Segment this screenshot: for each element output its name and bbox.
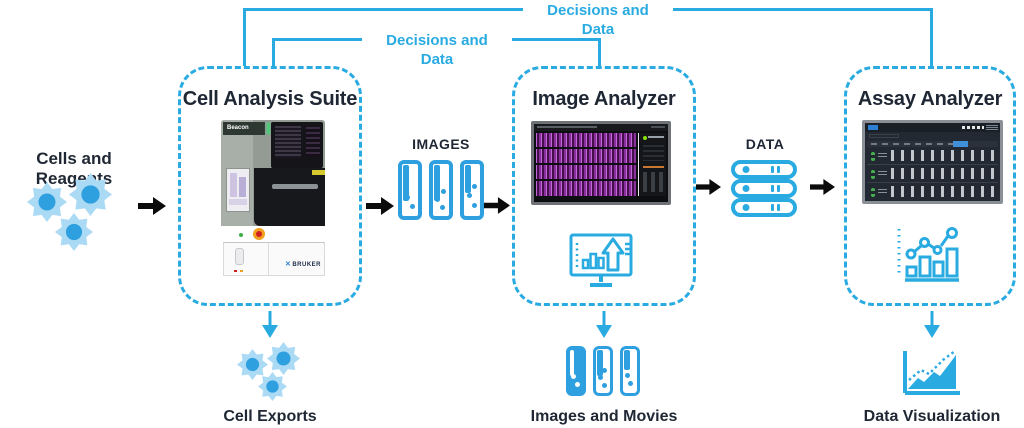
image-analyzer-screenshot bbox=[531, 121, 671, 205]
app-logo-chip bbox=[868, 125, 878, 130]
assay-row-group bbox=[867, 184, 998, 201]
stage-title: Cell Analysis Suite bbox=[182, 88, 358, 110]
instrument-window bbox=[226, 168, 250, 212]
flow-arrow-icon bbox=[696, 178, 721, 196]
feedback-inner-label: Decisions and Data bbox=[362, 31, 512, 69]
flow-arrow-icon bbox=[366, 197, 394, 215]
stage-title: Image Analyzer bbox=[532, 88, 676, 110]
status-led bbox=[267, 123, 270, 134]
stage-box-image-analyzer: Image Analyzer bbox=[512, 66, 696, 306]
cell-icon bbox=[55, 213, 93, 251]
screen-grid bbox=[275, 126, 301, 158]
status-dot bbox=[643, 136, 647, 140]
cell-icon bbox=[267, 342, 300, 375]
feedback-outer-line-left bbox=[243, 8, 246, 66]
down-arrow-icon bbox=[596, 311, 612, 338]
flow-arrow-icon bbox=[484, 197, 510, 214]
instrument-cabinet: BRUKER bbox=[223, 242, 325, 276]
feedback-inner-line-right bbox=[598, 38, 601, 66]
monitor-chart-icon bbox=[569, 233, 633, 287]
bruker-logo: BRUKER bbox=[285, 260, 321, 268]
emergency-stop-button bbox=[253, 228, 265, 240]
images-connector-label: IMAGES bbox=[412, 136, 470, 152]
instrument-brand-label: Beacon bbox=[223, 122, 265, 135]
down-arrow-icon bbox=[262, 311, 278, 338]
cell-icon bbox=[258, 372, 287, 401]
beacon-instrument-photo: Beacon BRUKER bbox=[221, 120, 325, 276]
screen-sidebar bbox=[306, 127, 320, 157]
controls-panel bbox=[640, 133, 666, 196]
cell-icon bbox=[69, 173, 112, 216]
screenshot-titlebar bbox=[865, 123, 1000, 132]
assay-row-group bbox=[867, 166, 998, 183]
output-label-data-visualization: Data Visualization bbox=[863, 408, 1001, 425]
image-panels bbox=[536, 133, 636, 196]
instrument-tray-slot bbox=[272, 184, 318, 189]
flow-arrow-icon bbox=[810, 178, 835, 196]
images-movies-icon bbox=[566, 346, 640, 396]
data-visualization-icon bbox=[903, 350, 960, 395]
output-label-images-movies: Images and Movies bbox=[530, 408, 678, 425]
instrument-screen bbox=[271, 122, 323, 168]
assay-analyzer-screenshot bbox=[862, 120, 1003, 204]
feedback-inner-line-left bbox=[272, 38, 275, 66]
stage-box-assay-analyzer: Assay Analyzer bbox=[844, 66, 1016, 306]
stage-title: Assay Analyzer bbox=[857, 88, 1003, 110]
output-label-cell-exports: Cell Exports bbox=[223, 408, 317, 425]
assay-row-group bbox=[867, 148, 998, 165]
screenshot-titlebar bbox=[534, 124, 668, 131]
data-server-icon bbox=[731, 160, 797, 217]
dropdown-control bbox=[869, 134, 899, 138]
feedback-outer-line-right bbox=[930, 8, 933, 66]
column-headers bbox=[867, 141, 998, 147]
feedback-outer-label: Decisions and Data bbox=[523, 1, 673, 39]
data-connector-label: DATA bbox=[745, 136, 785, 152]
stage-box-cell-analysis-suite: Cell Analysis Suite Beacon bbox=[178, 66, 362, 306]
power-led bbox=[239, 233, 243, 237]
cabinet-handle bbox=[235, 248, 244, 265]
instrument-mid-band bbox=[254, 168, 325, 226]
image-strips-icon bbox=[398, 160, 484, 220]
down-arrow-icon bbox=[924, 311, 940, 338]
bar-trend-chart-icon bbox=[897, 227, 959, 282]
instrument-sticker bbox=[312, 170, 325, 175]
flow-arrow-icon bbox=[138, 197, 166, 215]
